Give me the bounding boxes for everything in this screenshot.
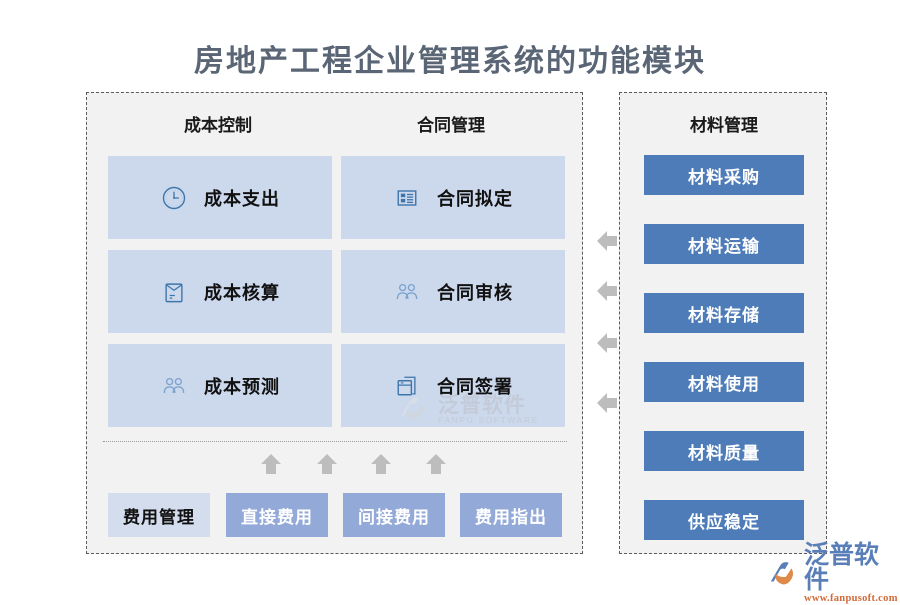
up-arrow-icon <box>317 454 337 474</box>
left-arrow-icon <box>597 231 617 251</box>
material-button-transport[interactable]: 材料运输 <box>644 224 804 264</box>
document-list-icon <box>397 189 417 206</box>
panel-header-contract-management: 合同管理 <box>417 116 485 135</box>
card-label: 合同签署 <box>437 376 513 397</box>
left-arrow-icon <box>597 393 617 413</box>
material-button-procurement[interactable]: 材料采购 <box>644 155 804 195</box>
fee-button-indirect-expense[interactable]: 间接费用 <box>343 493 445 537</box>
card-label: 成本核算 <box>204 282 280 303</box>
page-title: 房地产工程企业管理系统的功能模块 <box>194 45 706 78</box>
brand-url: www.fanpusoft.com <box>803 593 898 605</box>
card-label: 合同审核 <box>437 282 513 303</box>
material-button-storage[interactable]: 材料存储 <box>644 293 804 333</box>
right-panel: 材料管理 材料采购 材料运输 材料存储 材料使用 材料质量 供应稳定 <box>619 92 827 554</box>
fanpu-logo-icon <box>770 562 794 585</box>
section-divider <box>103 441 567 442</box>
card-contract-signing[interactable]: 合同签署 <box>341 344 565 427</box>
left-arrow-icon <box>597 281 617 301</box>
brand-name: 泛普软件 <box>803 542 879 595</box>
material-button-quality[interactable]: 材料质量 <box>644 431 804 471</box>
card-contract-drafting[interactable]: 合同拟定 <box>341 156 565 239</box>
left-panel: 成本控制 合同管理 成本支出 成本核算 成本预测 <box>86 92 583 554</box>
brand-logo: 泛普软件 www.fanpusoft.com <box>768 543 898 604</box>
clock-icon <box>162 186 186 209</box>
panel-header-material-management: 材料管理 <box>690 116 758 135</box>
people-icon <box>163 377 185 393</box>
card-cost-accounting[interactable]: 成本核算 <box>108 250 332 333</box>
card-label: 合同拟定 <box>437 188 513 209</box>
envelope-icon <box>165 282 183 302</box>
material-button-supply-stability[interactable]: 供应稳定 <box>644 500 804 540</box>
card-cost-expenditure[interactable]: 成本支出 <box>108 156 332 239</box>
card-cost-forecast[interactable]: 成本预测 <box>108 344 332 427</box>
documents-stack-icon <box>397 376 416 395</box>
left-arrow-icon <box>597 333 617 353</box>
up-arrow-icon <box>426 454 446 474</box>
up-arrow-icon <box>371 454 391 474</box>
material-button-usage[interactable]: 材料使用 <box>644 362 804 402</box>
fee-button-expense-output[interactable]: 费用指出 <box>460 493 562 537</box>
up-arrow-icon <box>261 454 281 474</box>
card-label: 成本预测 <box>204 376 280 397</box>
fee-button-expense-management[interactable]: 费用管理 <box>108 493 210 537</box>
fee-button-direct-expense[interactable]: 直接费用 <box>226 493 328 537</box>
card-contract-review[interactable]: 合同审核 <box>341 250 565 333</box>
people-icon <box>396 283 418 299</box>
panel-header-cost-control: 成本控制 <box>184 116 252 135</box>
card-label: 成本支出 <box>204 188 280 209</box>
